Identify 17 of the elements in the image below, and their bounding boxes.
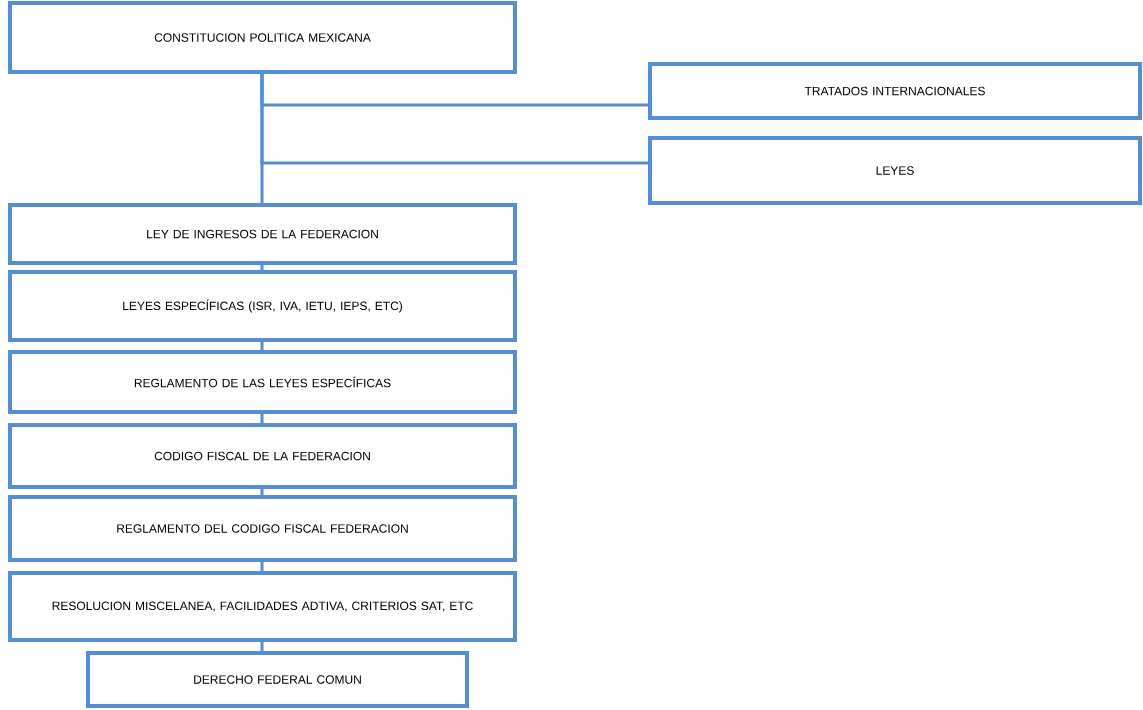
connector-line: [260, 265, 264, 270]
connector-line: [260, 489, 264, 495]
connector-line: [260, 342, 264, 350]
connector-line: [260, 562, 264, 571]
box: CODIGO FISCAL DE LA FEDERACION: [8, 423, 517, 489]
box: RESOLUCION MISCELANEA, FACILIDADES ADTIVA, CRITERIOS SAT, ETC: [8, 571, 517, 642]
box: REGLAMENTO DEL CODIGO FISCAL FEDERACION: [8, 495, 517, 562]
box: DERECHO FEDERAL COMUN: [86, 651, 469, 708]
box: TRATADOS INTERNACIONALES: [648, 62, 1142, 120]
connector-line: [260, 74, 264, 203]
connector-line: [260, 414, 264, 423]
box: CONSTITUCION POLITICA MEXICANA: [8, 1, 517, 74]
box: LEYES ESPECÍFICAS (ISR, IVA, IETU, IEPS, ETC): [8, 270, 517, 342]
box: REGLAMENTO DE LAS LEYES ESPECÍFICAS: [8, 350, 517, 414]
box: LEYES: [648, 136, 1142, 205]
box: LEY DE INGRESOS DE LA FEDERACION: [8, 203, 517, 265]
connector-line: [260, 642, 264, 651]
